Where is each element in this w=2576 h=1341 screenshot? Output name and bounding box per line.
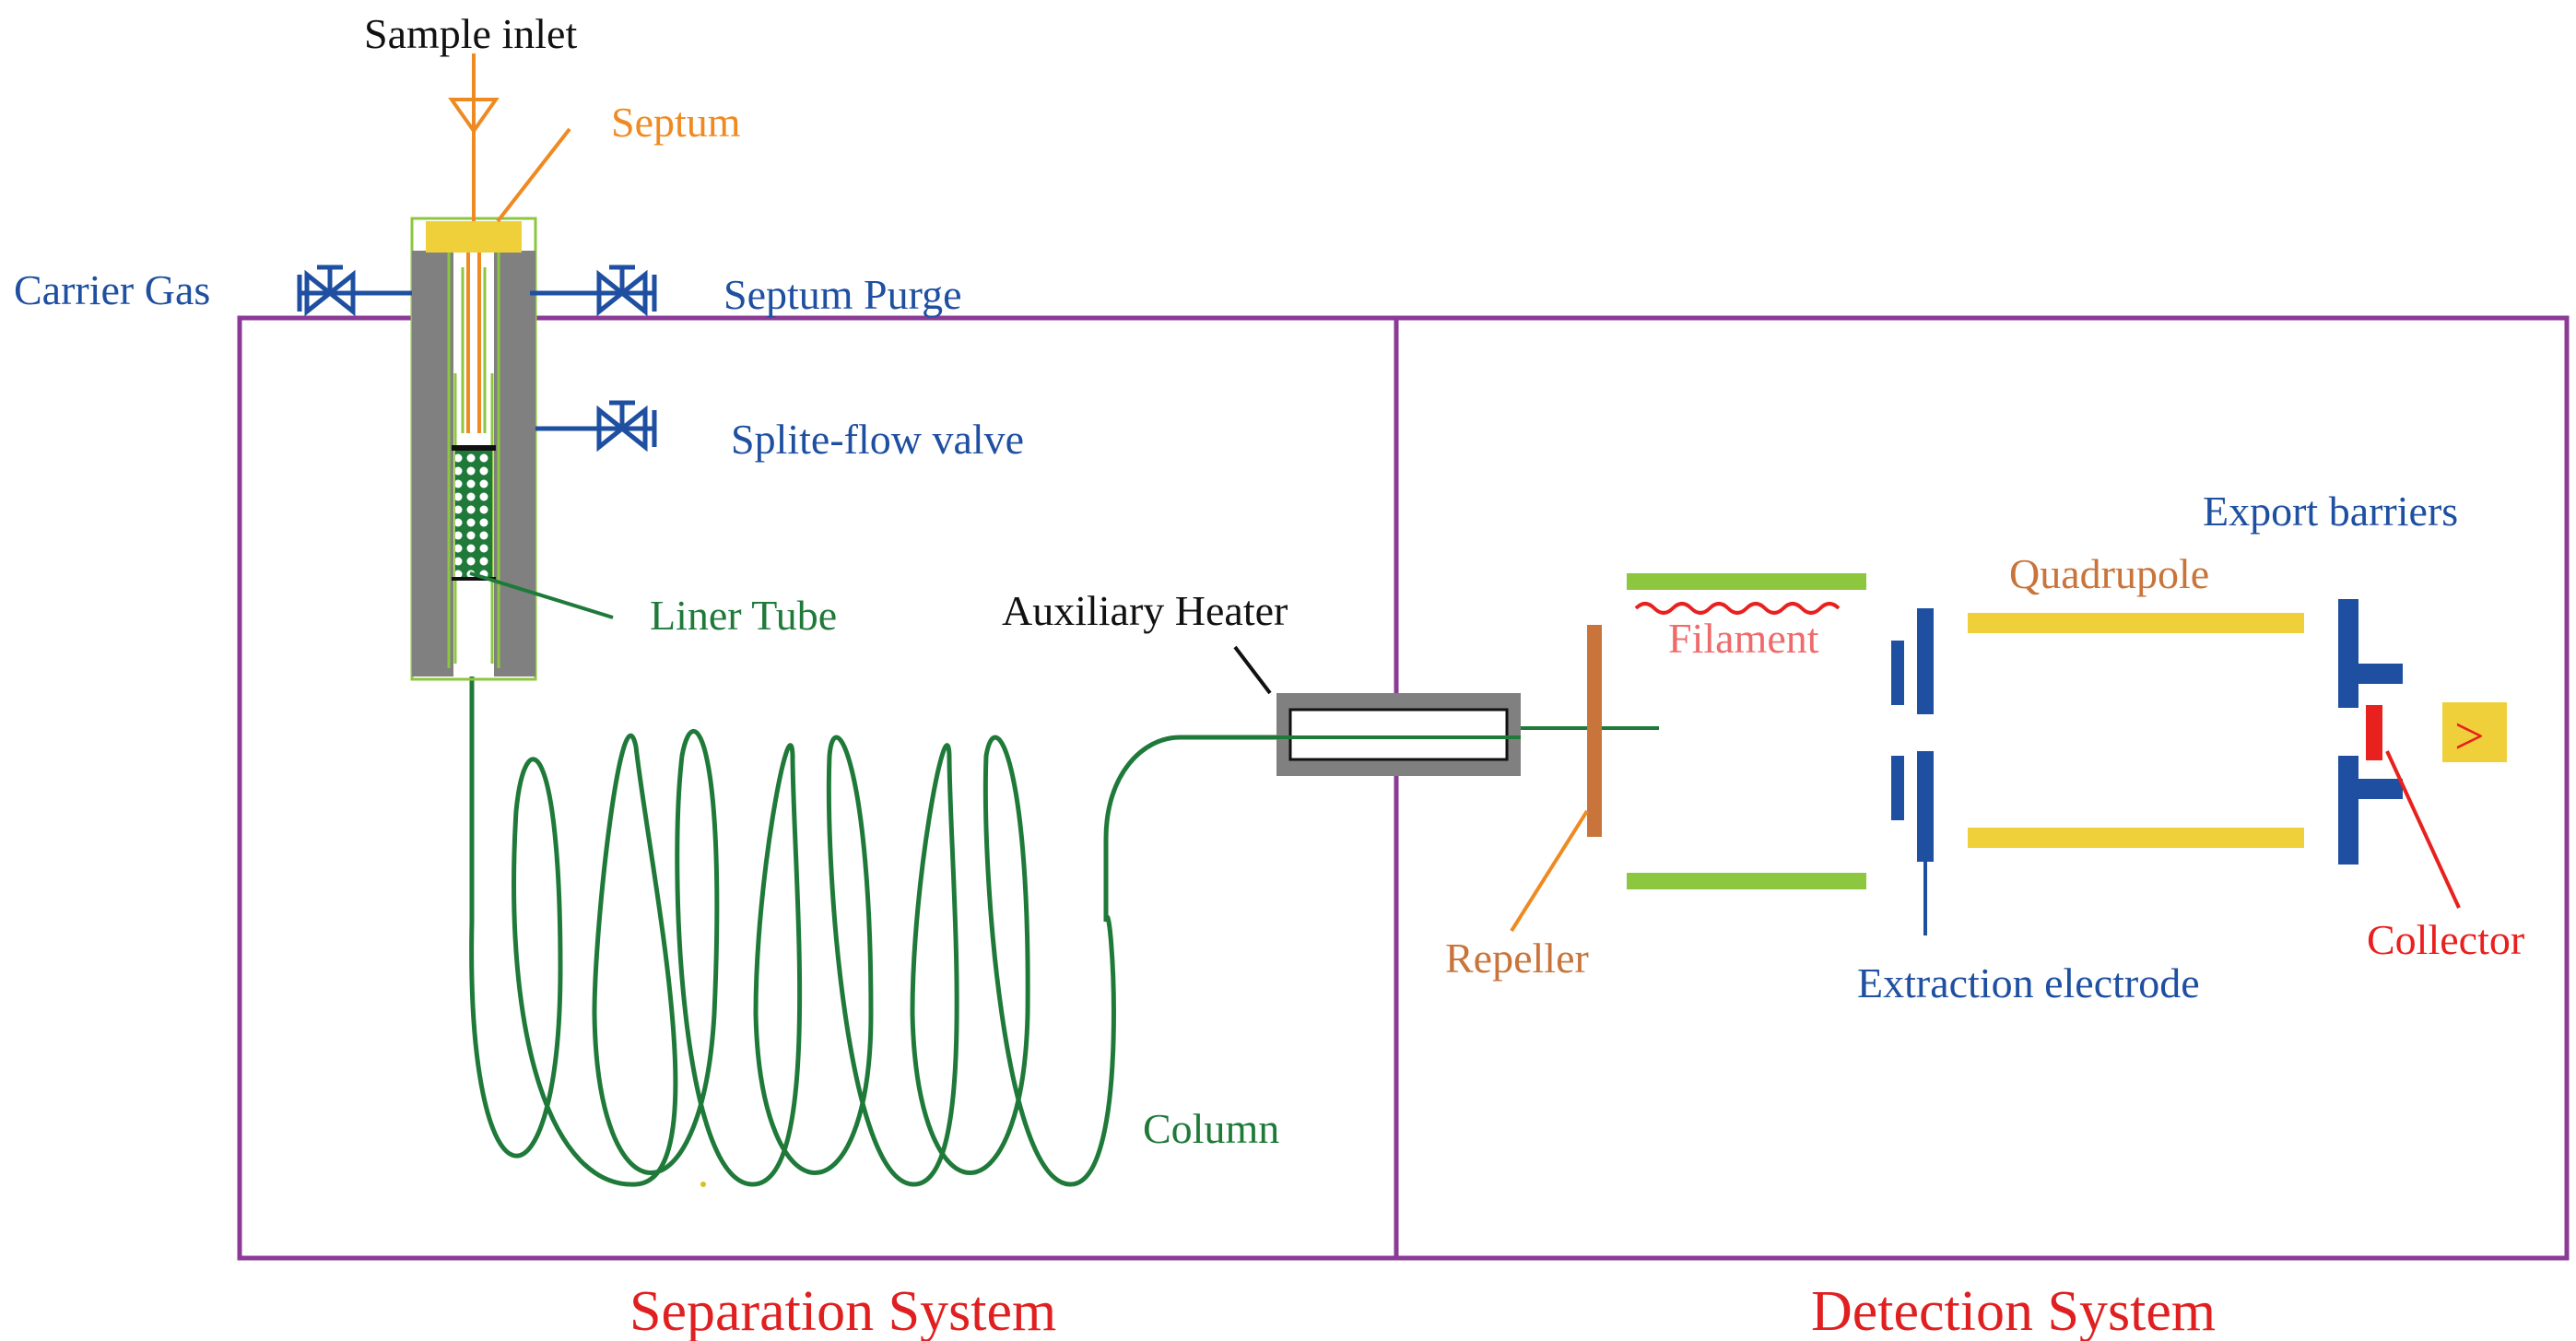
separation-system-title: Separation System (629, 1280, 1056, 1341)
ion-source (1510, 573, 1866, 933)
column-coil (469, 668, 1276, 1187)
repeller-label: Repeller (1445, 935, 1589, 982)
repeller-plate (1587, 625, 1602, 837)
quadrupole-label: Quadrupole (2009, 550, 2209, 597)
carrier-gas-label: Carrier Gas (14, 266, 210, 313)
stray-dot (700, 1182, 706, 1187)
sample-inlet-arrow (448, 53, 500, 221)
collector-leader (2385, 750, 2461, 909)
section-titles: Separation System Detection System (629, 1280, 2216, 1341)
quadrupole-rod-bottom (1968, 828, 2304, 848)
detector-icon: > (2442, 702, 2507, 766)
liner-tube-leader (469, 571, 614, 619)
liner-packing (455, 449, 492, 578)
split-flow-valve-label: Splite-flow valve (731, 416, 1024, 463)
arrow-icon (448, 98, 500, 135)
quadrupole-rod-top (1968, 613, 2304, 633)
detection-system-frame (1394, 315, 2570, 1261)
gas-lines (297, 265, 657, 453)
septum-label: Septum (611, 99, 741, 146)
filament-wire (1634, 602, 1841, 615)
collector (2366, 705, 2461, 909)
filament-label: Filament (1668, 615, 1819, 662)
collector-label: Collector (2367, 916, 2524, 963)
column-helix (469, 728, 1276, 1187)
repeller-leader (1510, 809, 1589, 933)
export-barriers-label: Export barriers (2203, 488, 2458, 535)
filament-bar-bottom (1627, 873, 1866, 889)
extraction-electrodes (1891, 608, 1934, 935)
export-barriers (2338, 599, 2403, 865)
system-frames (237, 315, 2570, 1261)
septum (426, 221, 522, 253)
detection-system-title: Detection System (1811, 1280, 2216, 1341)
septum-leader (496, 127, 571, 223)
column-label: Column (1143, 1105, 1279, 1152)
auxiliary-heater-label: Auxiliary Heater (1002, 587, 1288, 634)
liner-tube-label: Liner Tube (650, 592, 837, 639)
inlet-heater-block-right (494, 251, 535, 676)
valve-icon (596, 269, 648, 317)
sample-inlet-label: Sample inlet (364, 10, 577, 57)
valve-icon (304, 269, 356, 317)
quadrupole (1968, 613, 2304, 848)
filament-bar-top (1627, 573, 1866, 590)
labels: Sample inlet Septum Carrier Gas Septum P… (14, 10, 2524, 1152)
auxiliary-heater (1233, 645, 1659, 776)
aux-heater-leader (1233, 645, 1272, 695)
septum-purge-label: Septum Purge (723, 271, 962, 318)
detector-symbol: > (2454, 706, 2485, 766)
injection-port (410, 217, 537, 681)
valve-icon (596, 405, 648, 453)
extraction-electrode-label: Extraction electrode (1857, 959, 2200, 1006)
inlet-heater-block-left (412, 251, 453, 676)
